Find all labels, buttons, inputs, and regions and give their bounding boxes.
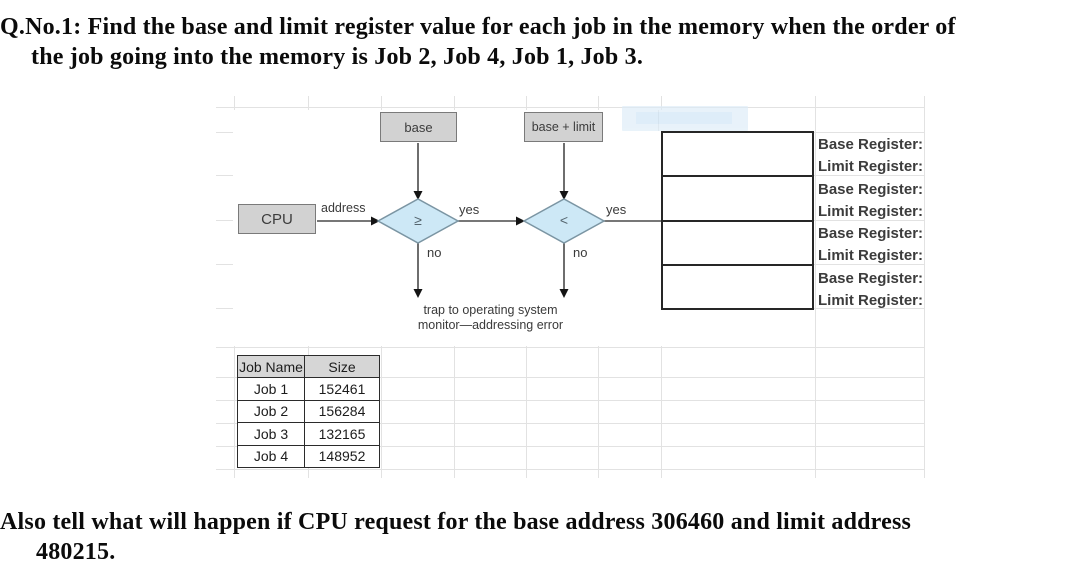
gridline-horizontal [216, 423, 924, 424]
question-line-2: the job going into the memory is Job 2, … [31, 44, 644, 70]
job-name-cell: Job 3 [238, 423, 305, 446]
base-label: base [404, 119, 433, 135]
job-size-cell: 156284 [305, 401, 379, 424]
footer-line-2: 480215. [36, 539, 116, 565]
job-name-cell: Job 2 [238, 400, 305, 424]
no-label-1: no [427, 245, 442, 260]
base-plus-limit-label: base + limit [531, 120, 596, 134]
register-label-list: Base Register: Limit Register: Base Regi… [818, 134, 923, 312]
register-label: Limit Register: [818, 202, 924, 220]
yes-label-2: yes [606, 202, 627, 217]
gridline-horizontal [216, 107, 924, 108]
gridline-vertical [924, 96, 925, 478]
yes-label-1: yes [459, 202, 480, 217]
job-size-table: Job Name Size Job 1 152461 Job 2 156284 … [237, 355, 380, 468]
gridline-vertical [815, 96, 816, 478]
question-line-1: Q.No.1: Find the base and limit register… [0, 14, 956, 40]
register-label: Base Register: [818, 225, 924, 242]
column-header-job-name: Job Name [238, 356, 305, 379]
table-row: Job 1 152461 [238, 378, 379, 401]
column-header-size: Size [305, 356, 379, 379]
memory-cell-3 [663, 222, 812, 266]
table-row: Job 4 148952 [238, 445, 379, 467]
job-name-cell: Job 4 [238, 445, 305, 467]
memory-cell-2 [663, 177, 812, 222]
memory-cell-1 [663, 133, 812, 178]
memory-cell-4 [663, 266, 812, 308]
gridline-horizontal [216, 347, 924, 348]
register-label: Base Register: [818, 180, 924, 198]
base-box: base [380, 112, 457, 142]
cpu-label: CPU [261, 210, 293, 228]
memory-box [661, 131, 814, 310]
register-label: Limit Register: [818, 291, 924, 309]
register-label: Base Register: [818, 136, 924, 153]
table-row: Job 3 132165 [238, 423, 379, 446]
job-size-cell: 148952 [318, 448, 366, 465]
table-row: Job 2 156284 [238, 400, 379, 424]
gridline-horizontal [216, 469, 924, 470]
faded-highlight-text [636, 112, 732, 124]
job-name-cell: Job 1 [238, 378, 305, 401]
no-label-2: no [573, 245, 588, 260]
lt-symbol: < [559, 212, 569, 228]
job-size-cell: 152461 [305, 378, 379, 401]
gridline-horizontal [216, 377, 924, 378]
gridline-horizontal [216, 400, 924, 401]
trap-message: trap to operating system monitor—address… [398, 303, 583, 332]
trap-line-1: trap to operating system [423, 303, 558, 317]
job-size-cell: 132165 [305, 423, 379, 446]
table-header-row: Job Name Size [238, 356, 379, 379]
footer-line-1: Also tell what will happen if CPU reques… [0, 509, 912, 535]
trap-line-2: monitor—addressing error [417, 317, 564, 332]
cpu-box: CPU [238, 204, 316, 234]
base-plus-limit-box: base + limit [524, 112, 603, 142]
register-label: Limit Register: [818, 158, 924, 176]
address-label: address [321, 201, 366, 215]
register-label: Limit Register: [818, 247, 924, 265]
gridline-horizontal [216, 446, 924, 447]
gte-symbol: ≥ [414, 212, 422, 228]
faded-highlight [622, 106, 748, 131]
register-label: Base Register: [818, 269, 924, 287]
